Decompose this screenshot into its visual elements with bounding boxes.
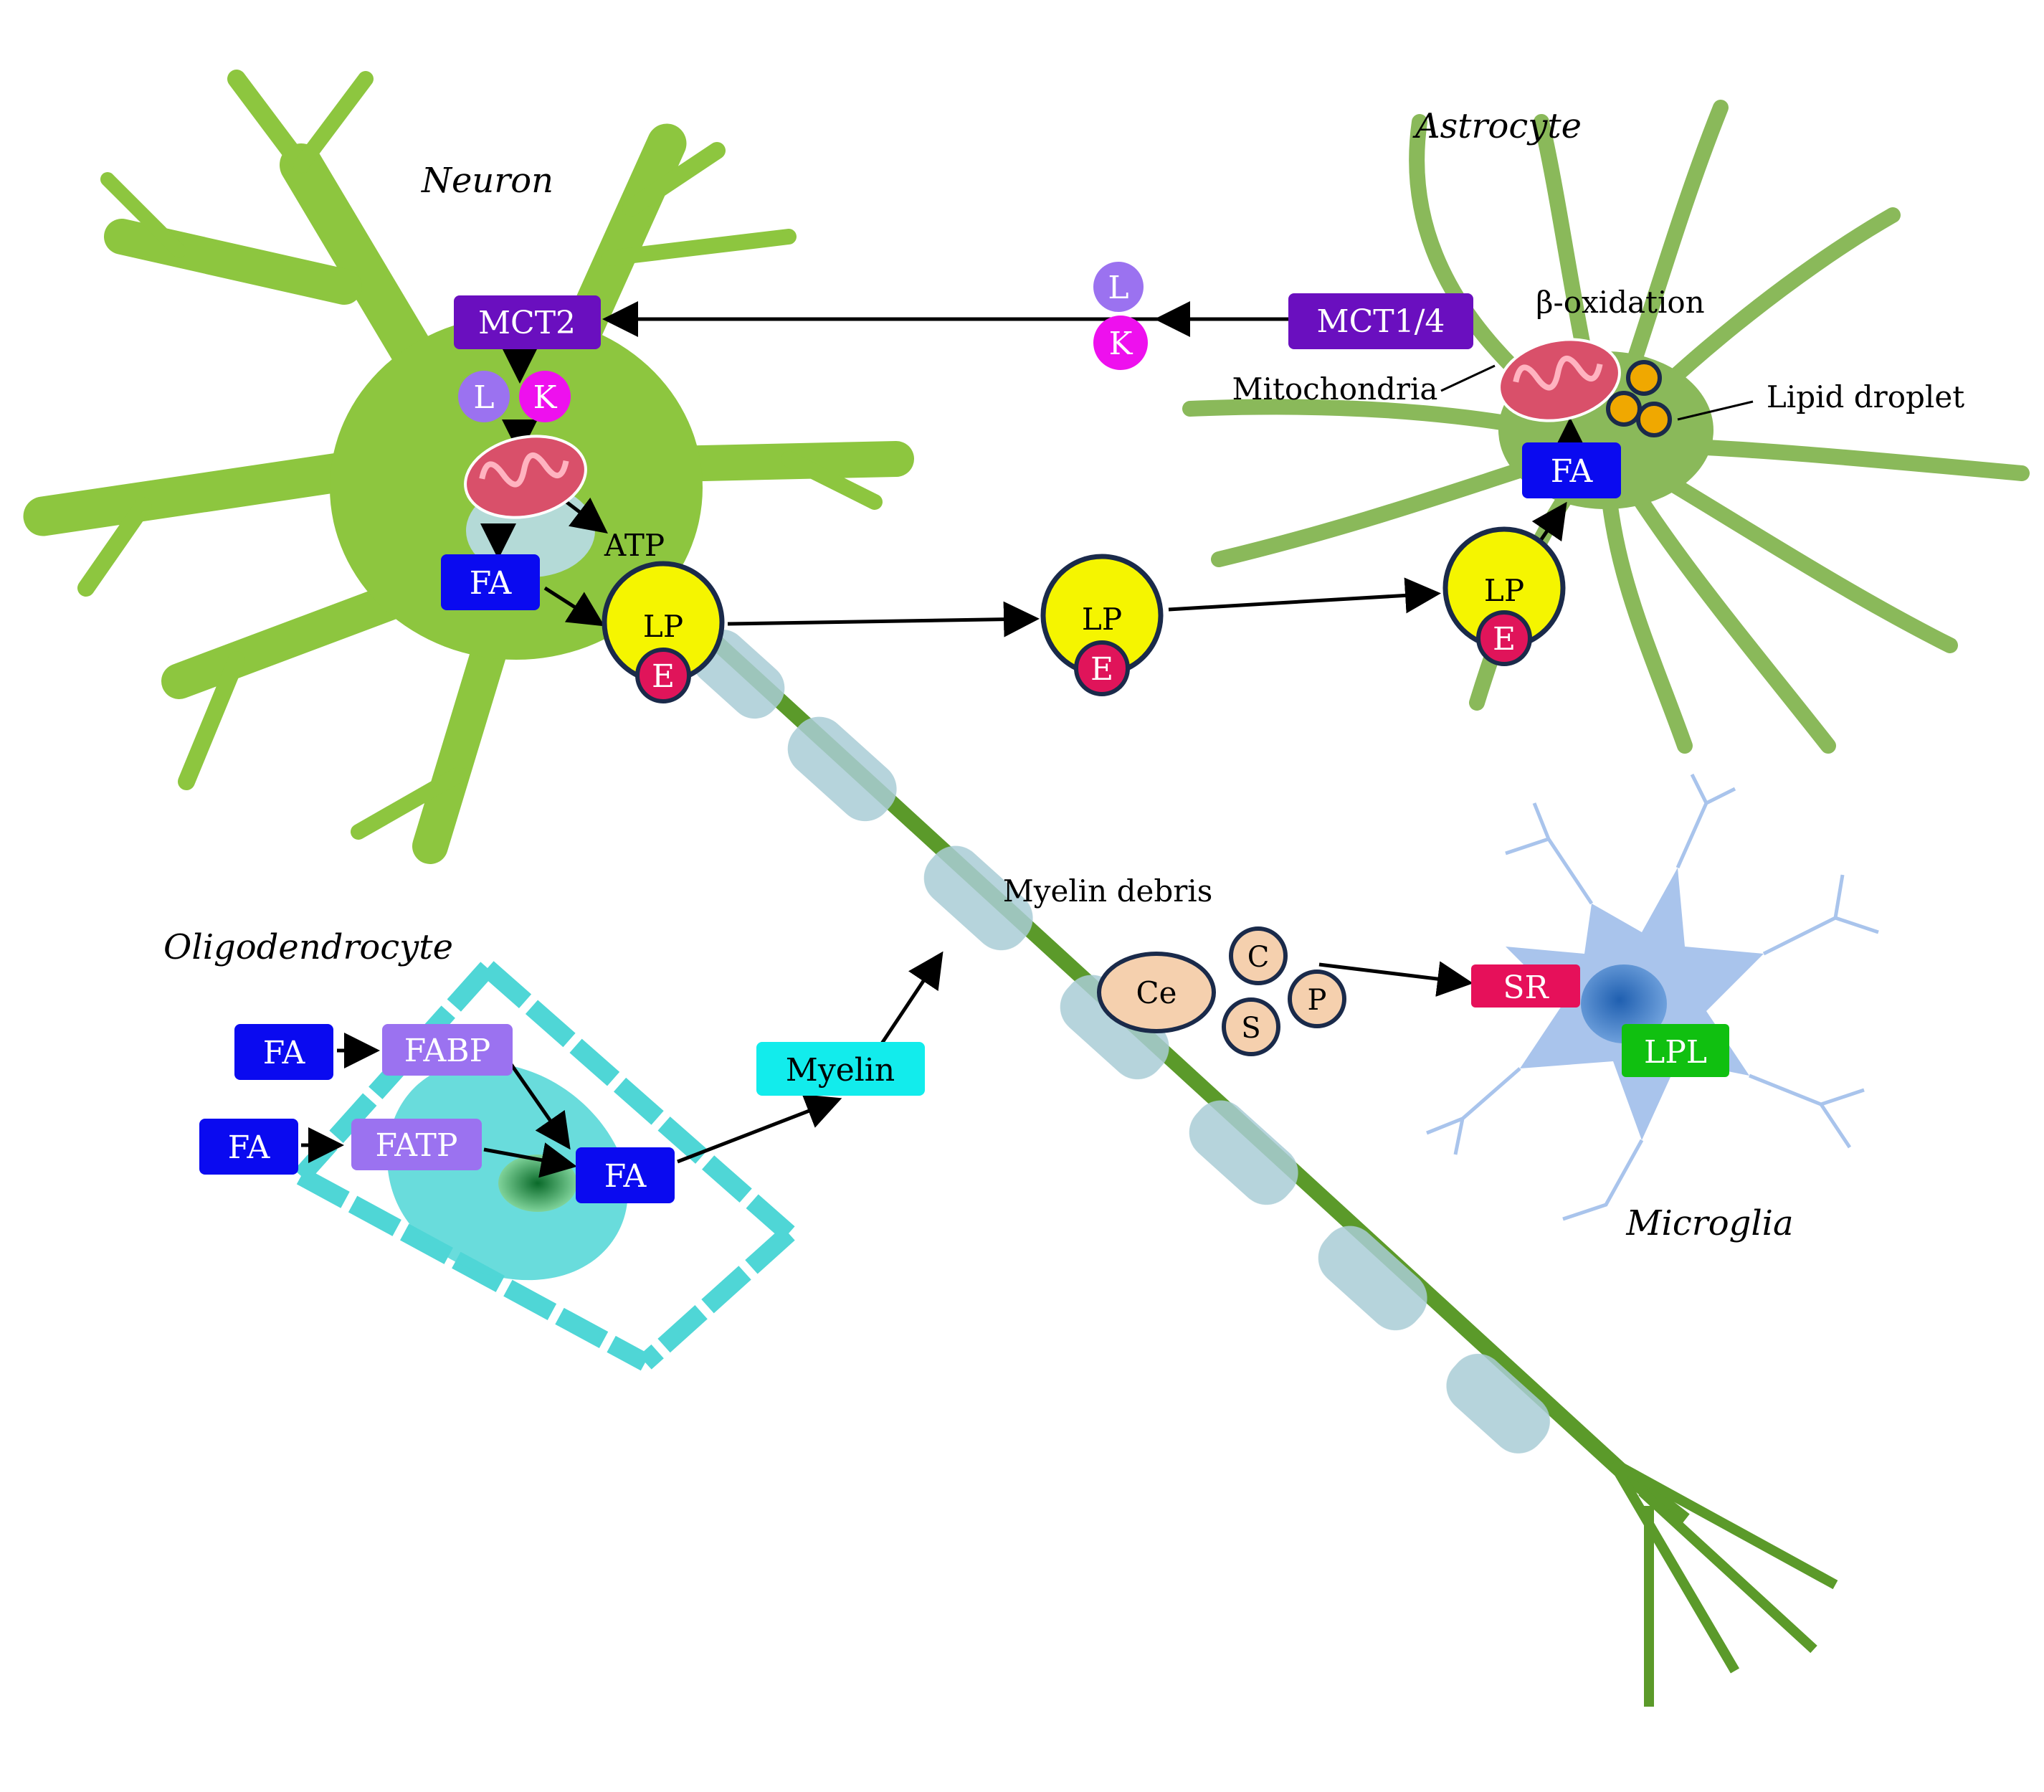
arrow-myelin-to-debris: [880, 951, 943, 1045]
arrow-debris-to-sr: [1318, 961, 1473, 997]
arrow-fa-to-lp: [543, 586, 605, 627]
cholesterol-ester-particle: Ce: [1097, 952, 1216, 1033]
microglia-cell: [1426, 773, 1879, 1221]
neuron-title: Neuron: [421, 161, 553, 201]
lipid-droplet-label: Lipid droplet: [1767, 379, 1964, 414]
lactate-label-neuron: L: [473, 379, 494, 416]
s-label: S: [1241, 1012, 1260, 1045]
phospholipid-particle: P: [1288, 970, 1346, 1028]
myelin-debris-label: Myelin debris: [1003, 873, 1213, 909]
atp-label: ATP: [604, 528, 665, 563]
sphingolipid-particle: S: [1222, 997, 1280, 1056]
sr-box: SR: [1471, 964, 1580, 1008]
neuron-fa-box: FA: [441, 554, 540, 610]
mitochondria-leader: [1440, 364, 1496, 392]
c-label: C: [1247, 941, 1270, 974]
ketone-label-neuron: K: [533, 379, 558, 416]
lactate-circle-top: L: [1093, 262, 1144, 312]
cholesterol-particle: C: [1229, 926, 1288, 985]
myelin-box: Myelin: [756, 1042, 925, 1096]
ketone-circle-top: K: [1093, 316, 1148, 370]
fatp-label: FATP: [375, 1127, 457, 1164]
lipid-droplet-leader: [1677, 400, 1754, 421]
ketone-label-top: K: [1109, 326, 1133, 362]
lactate-circle-neuron: L: [458, 371, 510, 422]
arrows: [301, 301, 1588, 1178]
astrocyte-fa-label: FA: [1551, 453, 1594, 490]
arrow-fa-to-myelin: [677, 1094, 842, 1164]
astrocyte-fa-box: FA: [1522, 442, 1621, 498]
axon: [683, 610, 1838, 1707]
myelin-label: Myelin: [786, 1052, 895, 1089]
mitochondria-label: Mitochondria: [1232, 371, 1438, 407]
lipoprotein-neuron: LP E: [602, 561, 725, 703]
oligo-fa-box-3: FA: [576, 1147, 675, 1203]
sr-label: SR: [1503, 970, 1549, 1006]
oligo-fa-label-2: FA: [228, 1129, 271, 1166]
mct14-label: MCT1/4: [1317, 303, 1445, 340]
arrow-fabp-to-fa: [507, 1060, 571, 1150]
arrow-mito-to-atp: [565, 497, 608, 534]
neuron-cell: [23, 70, 914, 864]
neuron-mitochondrion-icon: [464, 435, 587, 519]
microglia-title: Microglia: [1625, 1203, 1793, 1243]
neuron-fa-label: FA: [470, 565, 513, 602]
mct2-box: MCT2: [454, 295, 601, 349]
arrow-fatp-to-fa: [483, 1142, 577, 1178]
mct2-label: MCT2: [478, 305, 576, 341]
oligo-fa-label-1: FA: [263, 1035, 306, 1071]
e-label-astrocyte: E: [1493, 621, 1516, 658]
astrocyte-title: Astrocyte: [1412, 106, 1582, 146]
oligo-fa-label-3: FA: [604, 1158, 647, 1195]
oligo-fa-box-1: FA: [234, 1024, 333, 1080]
lpl-label: LPL: [1644, 1034, 1707, 1071]
lipoprotein-astrocyte: LP E: [1442, 526, 1566, 666]
arrow-lp-to-lp-astro: [1168, 577, 1441, 614]
ketone-circle-neuron: K: [519, 371, 571, 422]
lactate-label-top: L: [1108, 270, 1128, 306]
arrow-lp-to-fa: [1531, 501, 1567, 543]
fatp-box: FATP: [351, 1119, 482, 1170]
fabp-label: FABP: [404, 1033, 490, 1069]
oligodendrocyte-title: Oligodendrocyte: [163, 927, 453, 967]
arrow-lp-to-lp: [727, 601, 1040, 637]
lp-label-middle: LP: [1082, 602, 1122, 637]
oligo-fa-box-2: FA: [199, 1119, 298, 1175]
fabp-box: FABP: [382, 1024, 513, 1076]
lp-label-astrocyte: LP: [1484, 573, 1524, 608]
astrocyte-mitochondrion-icon: [1498, 338, 1621, 422]
astrocyte-cell: [1182, 100, 2030, 754]
lipoprotein-middle: LP E: [1040, 554, 1164, 696]
beta-oxidation-label: β-oxidation: [1536, 285, 1704, 320]
ce-label: Ce: [1136, 975, 1177, 1010]
e-label-middle: E: [1090, 651, 1113, 688]
mct14-box: MCT1/4: [1288, 293, 1473, 349]
lp-label-neuron: LP: [643, 609, 683, 644]
lpl-box: LPL: [1622, 1024, 1729, 1077]
p-label: P: [1308, 984, 1327, 1017]
e-label-neuron: E: [652, 658, 675, 695]
lipid-droplet-icon: [1606, 360, 1672, 437]
